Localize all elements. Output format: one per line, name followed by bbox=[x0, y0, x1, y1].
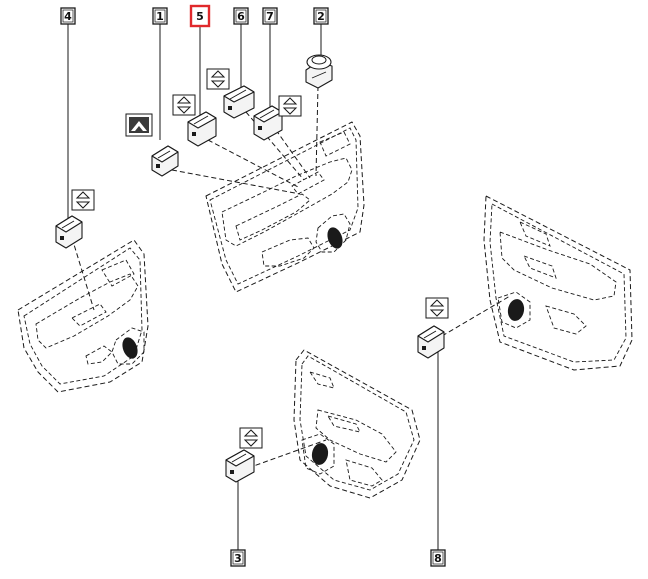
up-down-arrow-icon bbox=[71, 189, 95, 211]
window-switch-5[interactable] bbox=[187, 111, 217, 147]
callout-label: 4 bbox=[64, 10, 72, 23]
callout-6[interactable]: 6 bbox=[233, 7, 249, 25]
window-switch-3[interactable] bbox=[225, 449, 255, 483]
rear-right-door-panel bbox=[483, 195, 633, 371]
callout-label: 8 bbox=[434, 552, 442, 565]
up-down-arrow-icon bbox=[425, 297, 449, 319]
callout-label: 7 bbox=[266, 10, 274, 23]
callout-1[interactable]: 1 bbox=[152, 7, 168, 25]
up-down-arrow-icon bbox=[206, 68, 230, 90]
up-down-arrow-icon bbox=[172, 94, 196, 116]
window-switch-4[interactable] bbox=[55, 215, 83, 249]
front-left-door-panel bbox=[205, 121, 365, 293]
window-switch-8[interactable] bbox=[417, 325, 445, 359]
callout-label: 3 bbox=[234, 552, 242, 565]
up-down-arrow-icon bbox=[278, 95, 302, 117]
rear-left-door-panel bbox=[17, 239, 149, 393]
callout-3[interactable]: 3 bbox=[230, 549, 246, 567]
callout-label: 6 bbox=[237, 10, 245, 23]
callout-2[interactable]: 2 bbox=[313, 7, 329, 25]
callout-4[interactable]: 4 bbox=[60, 7, 76, 25]
callout-8[interactable]: 8 bbox=[430, 549, 446, 567]
callout-7[interactable]: 7 bbox=[262, 7, 278, 25]
callout-label: 5 bbox=[196, 10, 204, 23]
callout-label: 1 bbox=[156, 10, 164, 23]
callout-label: 2 bbox=[317, 10, 325, 23]
front-right-door-panel bbox=[293, 349, 421, 499]
callout-5[interactable]: 5 bbox=[189, 4, 211, 28]
window-switch-7[interactable] bbox=[253, 105, 283, 141]
up-down-arrow-icon bbox=[239, 427, 263, 449]
leader-lines bbox=[67, 24, 511, 550]
mirror-adjust-icon bbox=[125, 113, 153, 137]
window-switch-1[interactable] bbox=[151, 145, 179, 177]
window-switch-6[interactable] bbox=[223, 85, 255, 119]
mirror-control-switch-2[interactable] bbox=[305, 54, 333, 89]
